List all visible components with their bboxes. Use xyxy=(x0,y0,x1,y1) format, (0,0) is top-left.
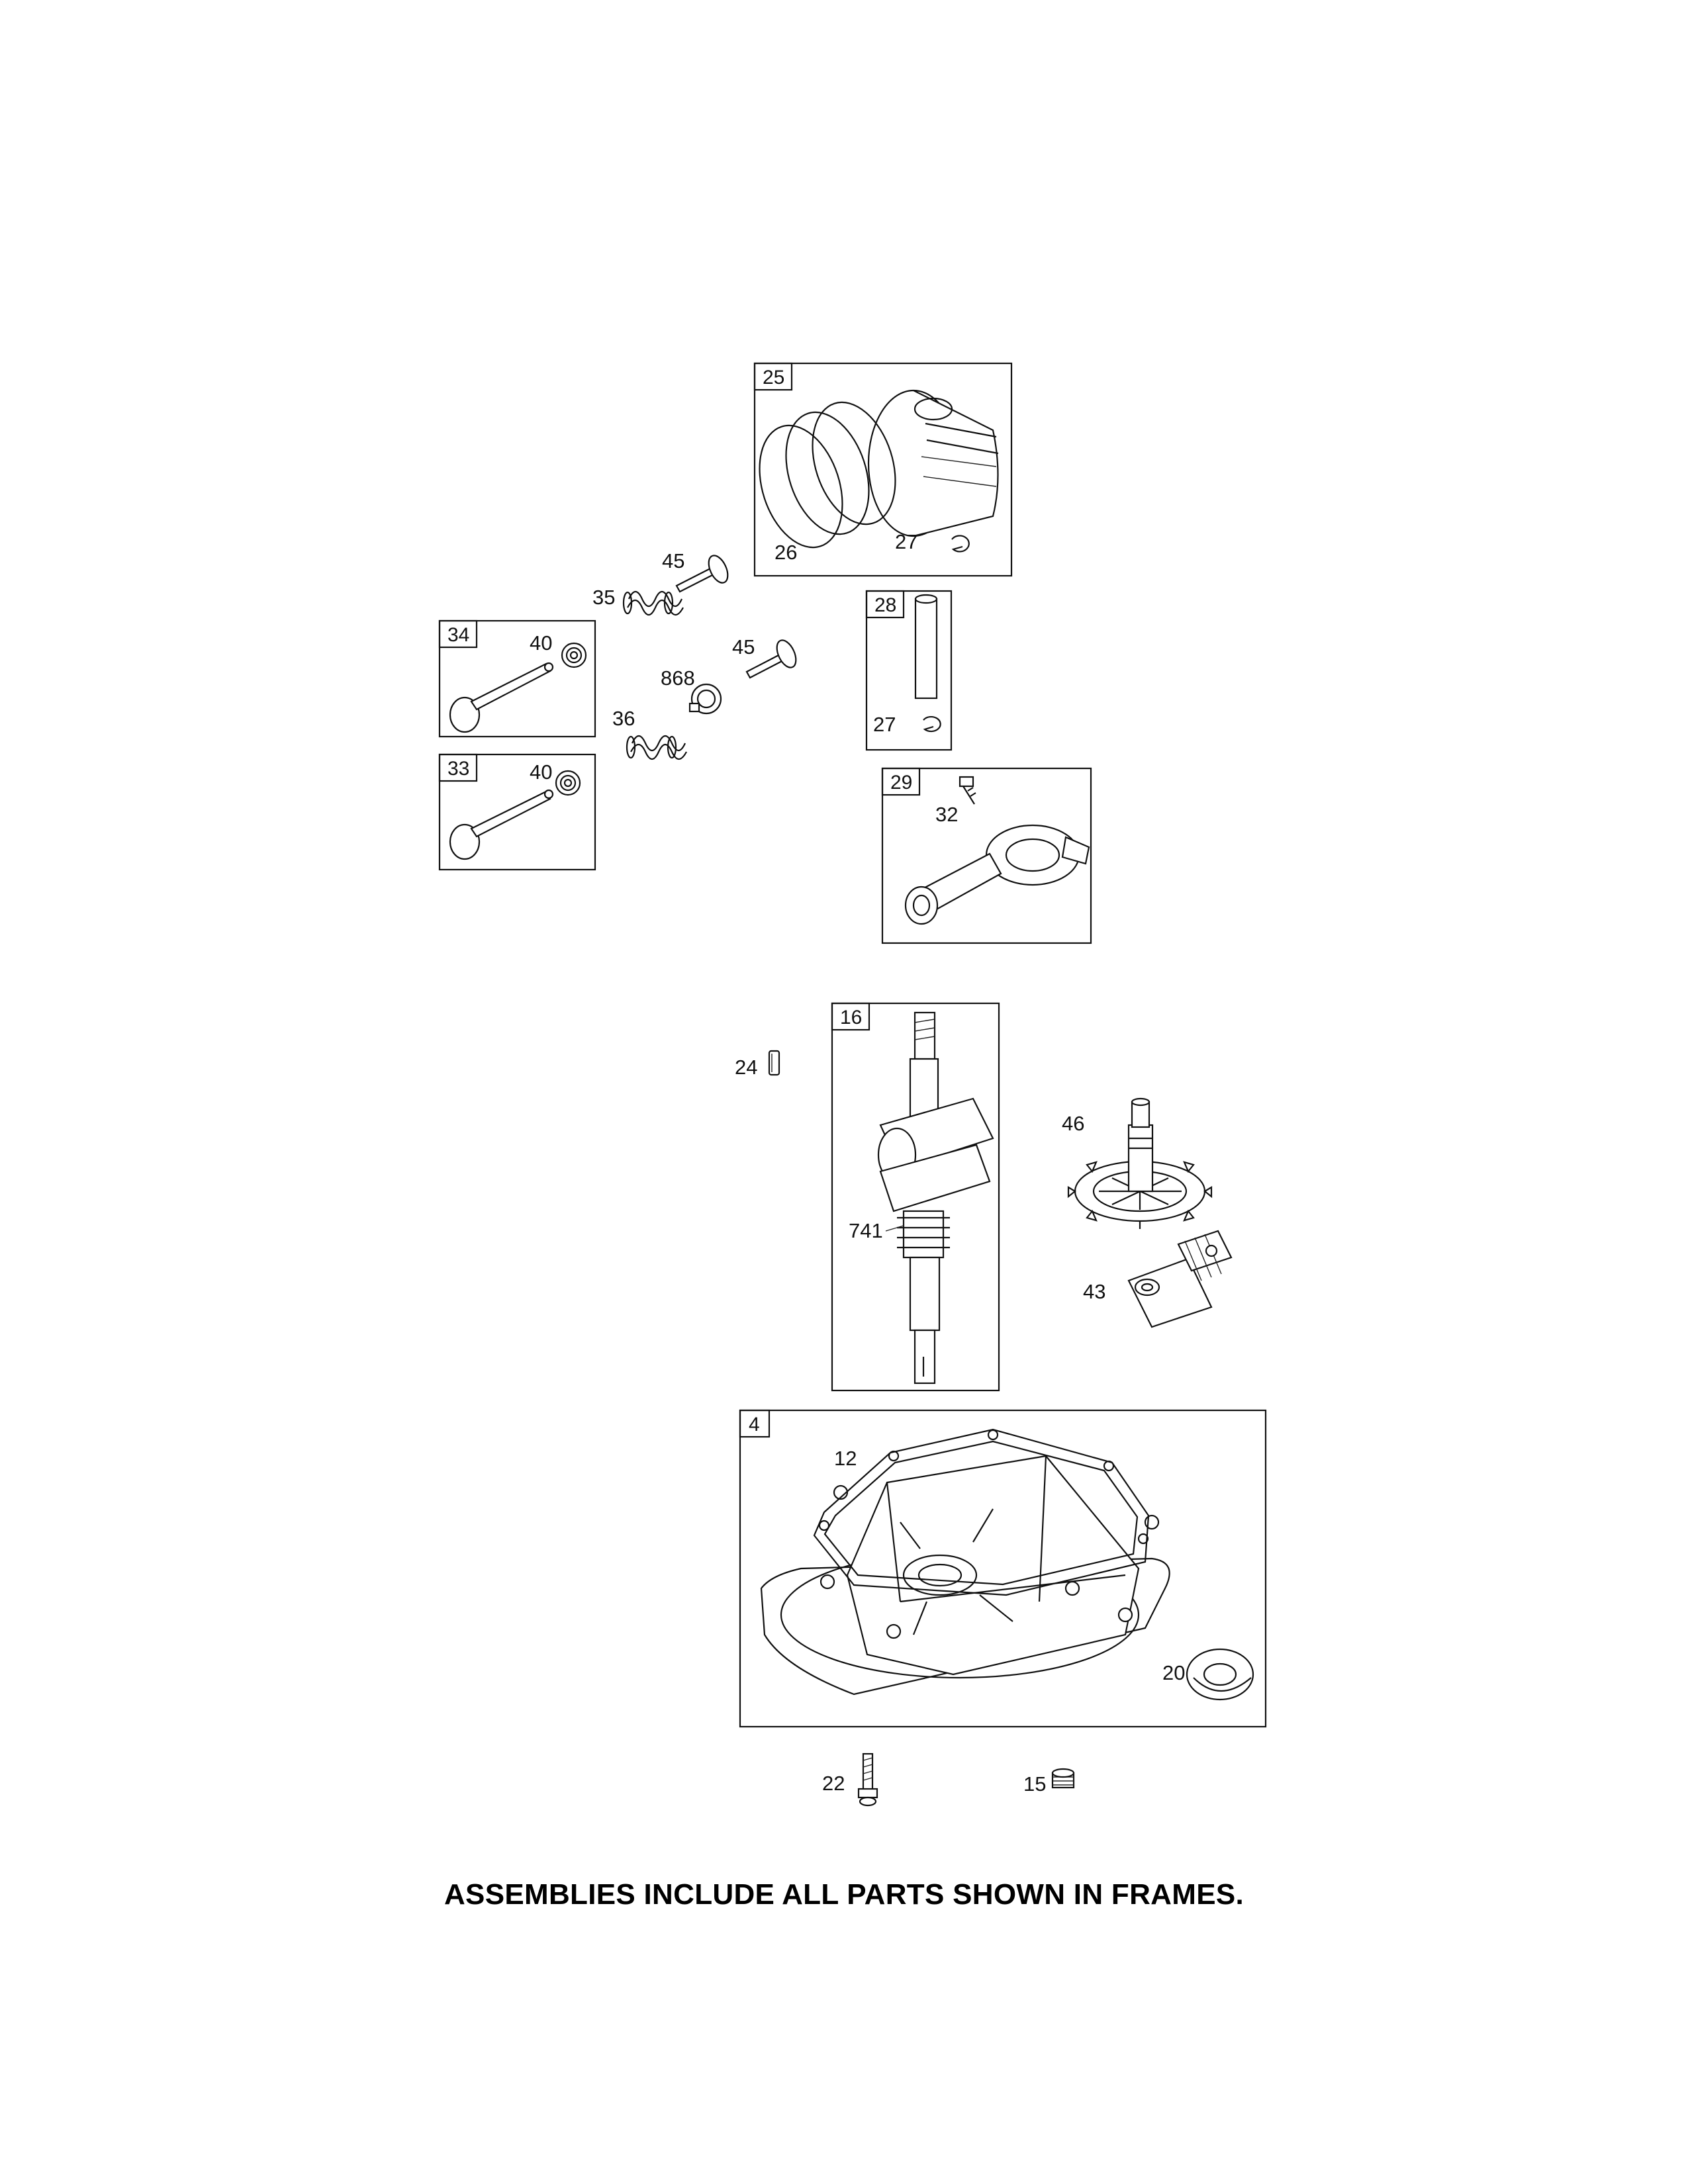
valve-spring-icon xyxy=(626,735,687,760)
frame-29-number: 29 xyxy=(890,772,912,794)
frame-29-connecting-rod: 29 32 xyxy=(881,767,1092,944)
bolt-icon xyxy=(857,1752,878,1807)
crankshaft-key-icon xyxy=(768,1050,780,1076)
valve-icon xyxy=(449,662,554,733)
valve-train-loose-parts: 45 35 45 868 36 xyxy=(592,549,797,760)
frame-4-tag xyxy=(739,1409,771,1438)
label-20: 20 xyxy=(1162,1661,1185,1684)
frame-33-tag xyxy=(438,753,478,782)
spring-retainer-icon xyxy=(688,683,722,715)
drain-plug-icon xyxy=(1051,1768,1075,1789)
label-40-intake: 40 xyxy=(530,760,552,784)
frame-33-number: 33 xyxy=(447,758,469,780)
rod-bolt-icon xyxy=(959,776,976,805)
oil-seal-icon xyxy=(1186,1648,1254,1701)
label-35: 35 xyxy=(592,586,615,609)
frame-25-number: 25 xyxy=(763,367,784,388)
frame-4-sump-cover: 4 12 xyxy=(739,1409,1267,1728)
label-27: 27 xyxy=(895,530,917,553)
frame-34-border xyxy=(438,619,596,738)
frame-16-border xyxy=(831,1002,1000,1392)
label-26: 26 xyxy=(774,541,797,564)
label-27-pin: 27 xyxy=(873,713,896,736)
valve-seal-icon xyxy=(561,642,587,668)
frame-16-tag xyxy=(831,1002,870,1031)
frame-25-tag xyxy=(753,362,793,391)
frame-28-border xyxy=(865,590,953,751)
frame-34-number: 34 xyxy=(447,624,469,646)
piston-icon xyxy=(867,389,999,537)
label-46: 46 xyxy=(1062,1112,1084,1135)
frame-16-number: 16 xyxy=(840,1007,862,1028)
label-45-upper: 45 xyxy=(662,549,684,572)
valve-cap-icon xyxy=(745,639,797,679)
label-43: 43 xyxy=(1083,1280,1105,1303)
sump-cover-icon xyxy=(760,1455,1170,1696)
retainer-clip-icon xyxy=(923,716,941,733)
diagram-caption: ASSEMBLIES INCLUDE ALL PARTS SHOWN IN FR… xyxy=(444,1878,1244,1911)
label-40: 40 xyxy=(530,631,552,655)
label-15: 15 xyxy=(1023,1772,1046,1796)
piston-pin-icon xyxy=(914,594,938,700)
frame-16-crankshaft: 16 741 xyxy=(831,1002,1000,1392)
label-32: 32 xyxy=(935,803,958,826)
label-24: 24 xyxy=(735,1056,757,1079)
frame-4-border xyxy=(739,1409,1267,1728)
piston-rings-icon xyxy=(759,401,896,549)
frame-34-tag xyxy=(438,619,478,649)
frame-33-valve: 33 40 xyxy=(438,753,596,871)
label-12: 12 xyxy=(834,1447,857,1470)
label-868: 868 xyxy=(661,666,695,690)
frame-25-border xyxy=(753,362,1013,577)
gasket-icon xyxy=(813,1428,1150,1596)
frame-29-tag xyxy=(881,767,921,796)
frame-29-border xyxy=(881,767,1092,944)
valve-cap-icon xyxy=(675,555,729,593)
retainer-clip-icon xyxy=(951,535,970,553)
frame-25-piston-assembly: 25 26 27 xyxy=(753,362,1013,577)
camshaft-gear-icon xyxy=(1067,1097,1213,1229)
frame-4-number: 4 xyxy=(749,1414,760,1435)
crankshaft-icon xyxy=(877,1011,994,1385)
leader-741 xyxy=(885,1225,904,1232)
label-45-lower: 45 xyxy=(732,635,755,659)
frame-34-valve: 34 40 xyxy=(438,619,596,738)
label-22: 22 xyxy=(822,1772,845,1795)
valve-icon xyxy=(449,789,554,860)
compression-release-icon xyxy=(1127,1230,1233,1328)
valve-spring-icon xyxy=(622,590,684,616)
frame-28-number: 28 xyxy=(874,594,896,616)
frame-28-tag xyxy=(865,590,905,619)
frame-33-border xyxy=(438,753,596,871)
frame-28-piston-pin: 28 27 xyxy=(865,590,953,751)
connecting-rod-icon xyxy=(904,824,1090,925)
label-741: 741 xyxy=(849,1219,883,1242)
label-36: 36 xyxy=(612,707,635,730)
valve-seal-icon xyxy=(555,770,581,796)
